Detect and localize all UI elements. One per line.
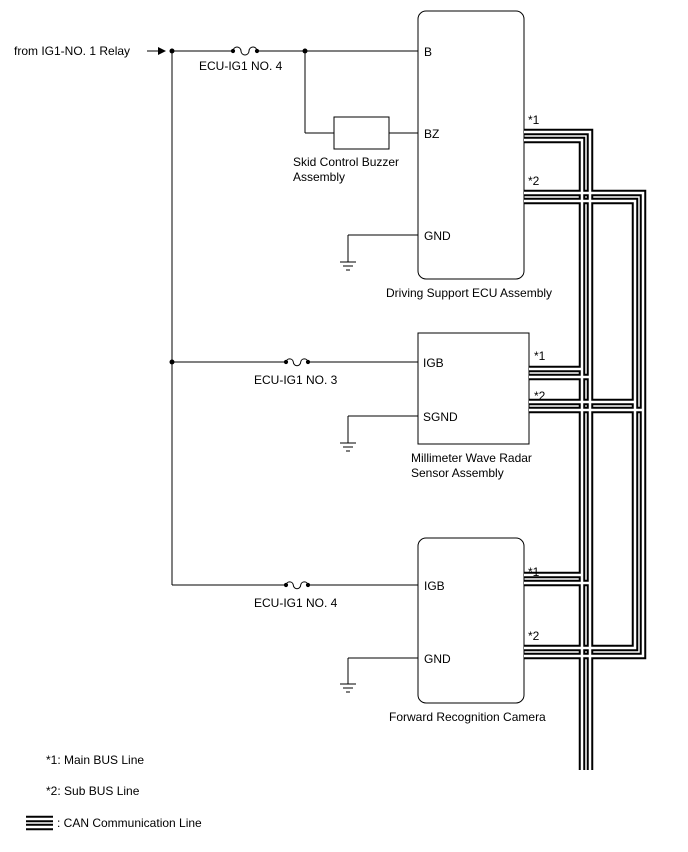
radar-bus-sub-marker: *2 — [534, 389, 546, 403]
junction-dot — [169, 48, 175, 54]
legend-can-line: : CAN Communication Line — [57, 816, 202, 830]
ecu-pin-b: B — [424, 45, 432, 59]
source-label: from IG1-NO. 1 Relay — [14, 44, 130, 58]
ground-icon — [340, 683, 356, 693]
ecu-bus-sub-marker: *2 — [528, 174, 540, 188]
ecu-pin-gnd: GND — [424, 229, 451, 243]
buzzer-label-line1: Skid Control Buzzer — [293, 155, 399, 169]
fuse-icon — [283, 358, 311, 367]
can-bus-lines — [524, 128, 647, 770]
can-line-legend-icon — [26, 815, 53, 831]
buzzer-label-line2: Assembly — [293, 170, 345, 184]
radar-bus-main-marker: *1 — [534, 349, 546, 363]
ecu-name: Driving Support ECU Assembly — [386, 286, 552, 300]
camera-bus-main-marker: *1 — [528, 565, 540, 579]
camera-pin-gnd: GND — [424, 652, 451, 666]
fuse-middle-label: ECU-IG1 NO. 3 — [254, 373, 338, 387]
camera-name: Forward Recognition Camera — [389, 710, 546, 724]
fuse-bottom-label: ECU-IG1 NO. 4 — [254, 596, 338, 610]
ground-icon — [340, 261, 356, 271]
ground-wiring — [347, 234, 418, 684]
buzzer-box — [333, 116, 390, 150]
junction-dot — [302, 48, 308, 54]
camera-pin-igb: IGB — [424, 579, 445, 593]
radar-name-line2: Sensor Assembly — [411, 466, 504, 480]
legend-main-bus: *1: Main BUS Line — [46, 753, 144, 767]
fuse-icon — [283, 581, 311, 590]
junction-dot — [169, 359, 175, 365]
power-feed — [147, 50, 418, 586]
radar-pin-igb: IGB — [423, 356, 444, 370]
forward-camera-box — [417, 537, 525, 704]
camera-bus-sub-marker: *2 — [528, 629, 540, 643]
source-arrow-icon — [158, 47, 166, 55]
ecu-bus-main-marker: *1 — [528, 113, 540, 127]
ground-icon — [340, 442, 356, 452]
radar-sensor-box — [417, 332, 530, 445]
legend-sub-bus: *2: Sub BUS Line — [46, 784, 140, 798]
ecu-pin-bz: BZ — [424, 127, 439, 141]
driving-support-ecu-box — [417, 10, 525, 280]
radar-name-line1: Millimeter Wave Radar — [411, 451, 532, 465]
fuse-top-label: ECU-IG1 NO. 4 — [199, 59, 283, 73]
radar-pin-sgnd: SGND — [423, 410, 458, 424]
fuse-icon — [230, 46, 260, 56]
